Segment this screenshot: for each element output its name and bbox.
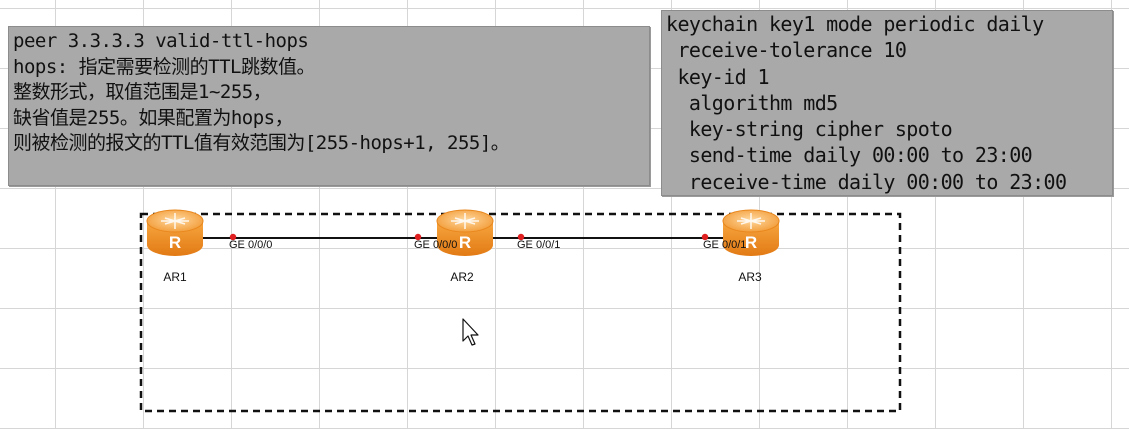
config-line: receive-time daily 00:00 to 23:00 (666, 169, 1067, 194)
config-line: key-id 1 (666, 64, 769, 89)
router-letter: R (745, 233, 757, 252)
router-ar3[interactable]: R AR3 (722, 209, 780, 284)
router-letter: R (459, 233, 471, 252)
config-line: key-string cipher spoto (666, 117, 953, 142)
router-label: AR2 (450, 270, 474, 284)
config-line: algorithm md5 (666, 90, 838, 115)
port-label: GE 0/0/0 (229, 239, 272, 251)
router-ar2[interactable]: R AR2 (436, 209, 494, 284)
port-dot[interactable] (517, 233, 525, 241)
mouse-cursor-icon (462, 318, 479, 346)
config-line: receive-tolerance 10 (666, 38, 907, 63)
router-label: AR3 (738, 270, 762, 284)
help-line: peer 3.3.3.3 valid-ttl-hops (13, 30, 309, 52)
port-label: GE 0/0/1 (703, 239, 746, 251)
config-line: keychain key1 mode periodic daily (666, 12, 1044, 36)
port-dot[interactable] (229, 233, 237, 241)
router-ar1[interactable]: R AR1 (146, 209, 204, 284)
port-dot[interactable] (414, 233, 422, 241)
router-icon: R (436, 209, 494, 256)
help-line: 缺省值是255。如果配置为hops， (13, 106, 294, 129)
keychain-config-panel: keychain key1 mode periodic daily receiv… (661, 10, 1113, 196)
help-line: 则被检测的报文的TTL值有效范围为[255-hops+1, 255]。 (13, 132, 510, 154)
help-line: hops: 指定需要检测的TTL跳数值。 (13, 55, 315, 78)
help-text-panel: peer 3.3.3.3 valid-ttl-hops hops: 指定需要检测… (8, 26, 650, 186)
router-icon: R (146, 209, 204, 256)
area-boundary (139, 212, 902, 413)
port-label: GE 0/0/1 (517, 239, 560, 251)
config-line: send-time daily 00:00 to 23:00 (666, 143, 1033, 168)
router-icon: R (722, 209, 780, 256)
port-label: GE 0/0/0 (414, 239, 457, 251)
router-letter: R (169, 233, 181, 252)
help-line: 整数形式，取值范围是1~255， (13, 81, 272, 103)
router-label: AR1 (163, 270, 187, 284)
port-dot[interactable] (701, 233, 709, 241)
